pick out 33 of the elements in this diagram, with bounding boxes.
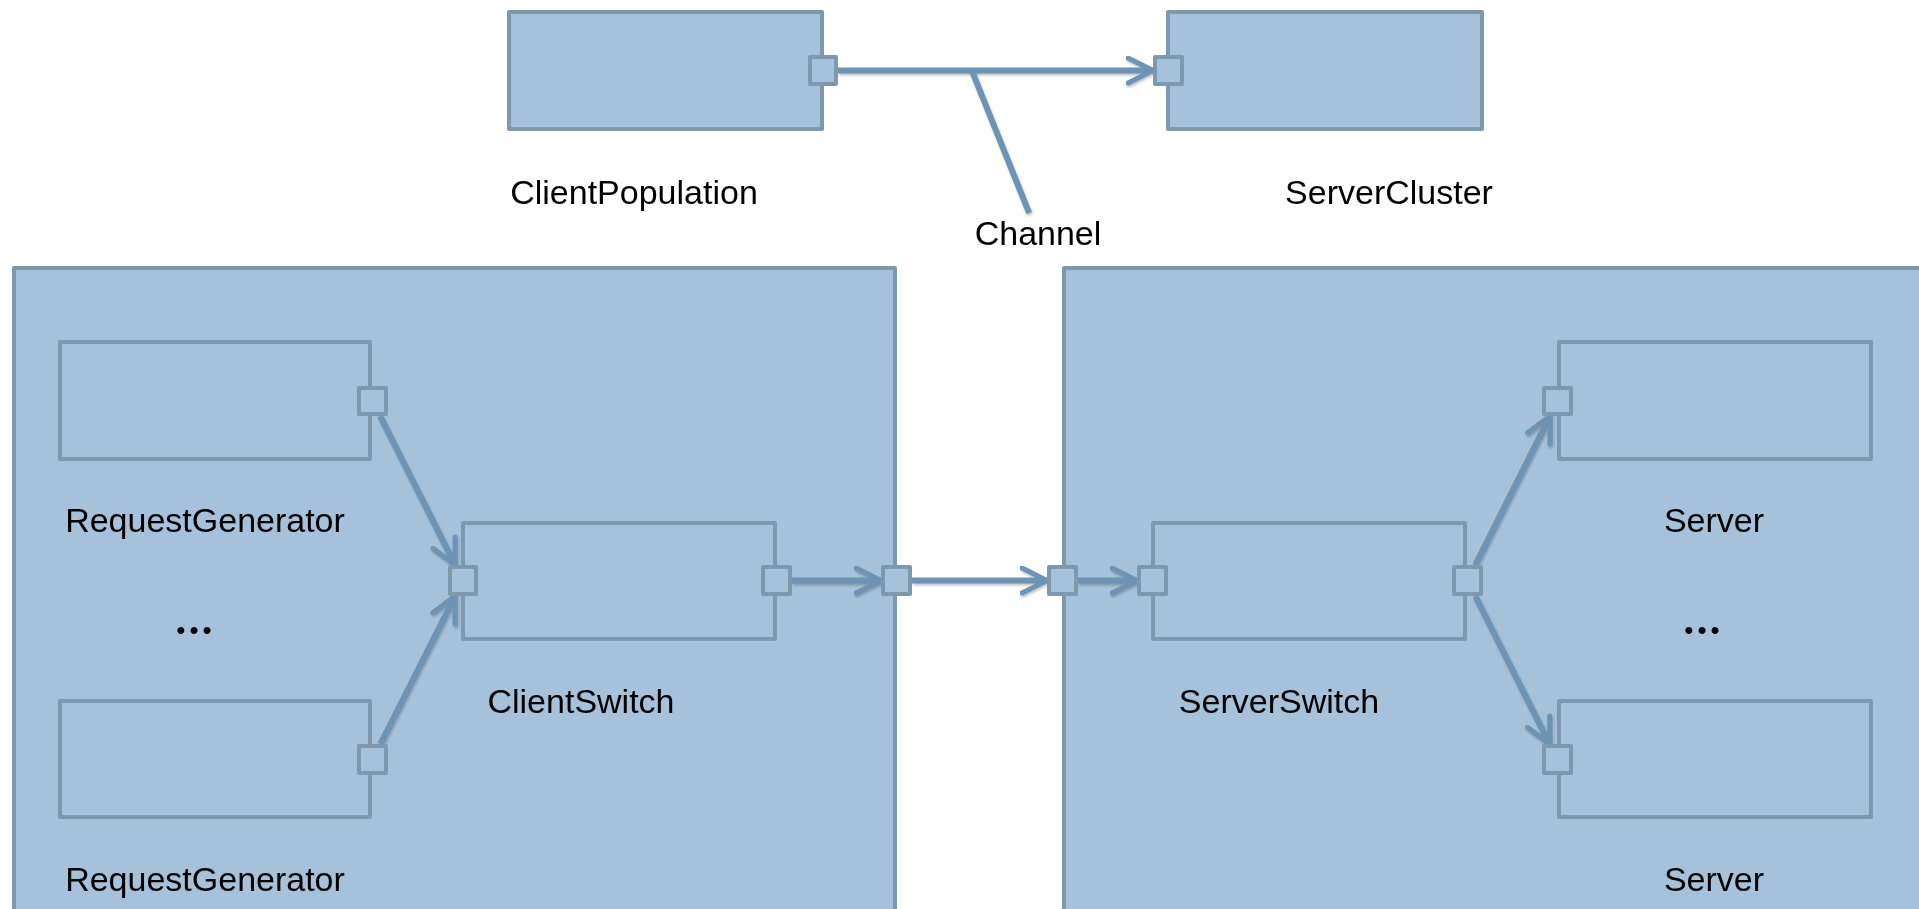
ellipsis-mark: •••: [176, 615, 216, 645]
ellipsis-mark: •••: [1684, 615, 1724, 645]
port-square: [357, 744, 388, 775]
arrow: [1078, 565, 1140, 596]
port-square: [881, 565, 912, 596]
arrow: [792, 565, 884, 596]
arrow: [1472, 594, 1553, 747]
component-label: ClientSwitch: [487, 681, 675, 721]
arrow: [377, 593, 458, 746]
arrow: [377, 414, 458, 568]
arrow: [838, 55, 1156, 86]
port-square: [448, 565, 478, 596]
component-label: Server: [1663, 500, 1765, 540]
component-box: [1062, 266, 1919, 909]
port-square: [357, 386, 388, 416]
port-square: [1542, 386, 1573, 416]
component-label: RequestGenerator: [65, 500, 345, 540]
arrow: [1472, 413, 1553, 567]
port-square: [761, 565, 792, 596]
component-label: ServerCluster: [1285, 172, 1493, 212]
port-square: [1452, 565, 1483, 596]
port-square: [1153, 55, 1184, 86]
component-label: Server: [1663, 859, 1765, 899]
port-square: [808, 55, 838, 86]
connector-label: Channel: [973, 213, 1103, 253]
port-square: [1047, 565, 1078, 596]
component-label: ClientPopulation: [510, 172, 758, 212]
component-box: [12, 266, 897, 909]
component-label: ServerSwitch: [1178, 681, 1380, 721]
arrow: [912, 565, 1050, 596]
port-square: [1137, 565, 1168, 596]
component-label: RequestGenerator: [65, 859, 345, 899]
port-square: [1542, 744, 1573, 775]
